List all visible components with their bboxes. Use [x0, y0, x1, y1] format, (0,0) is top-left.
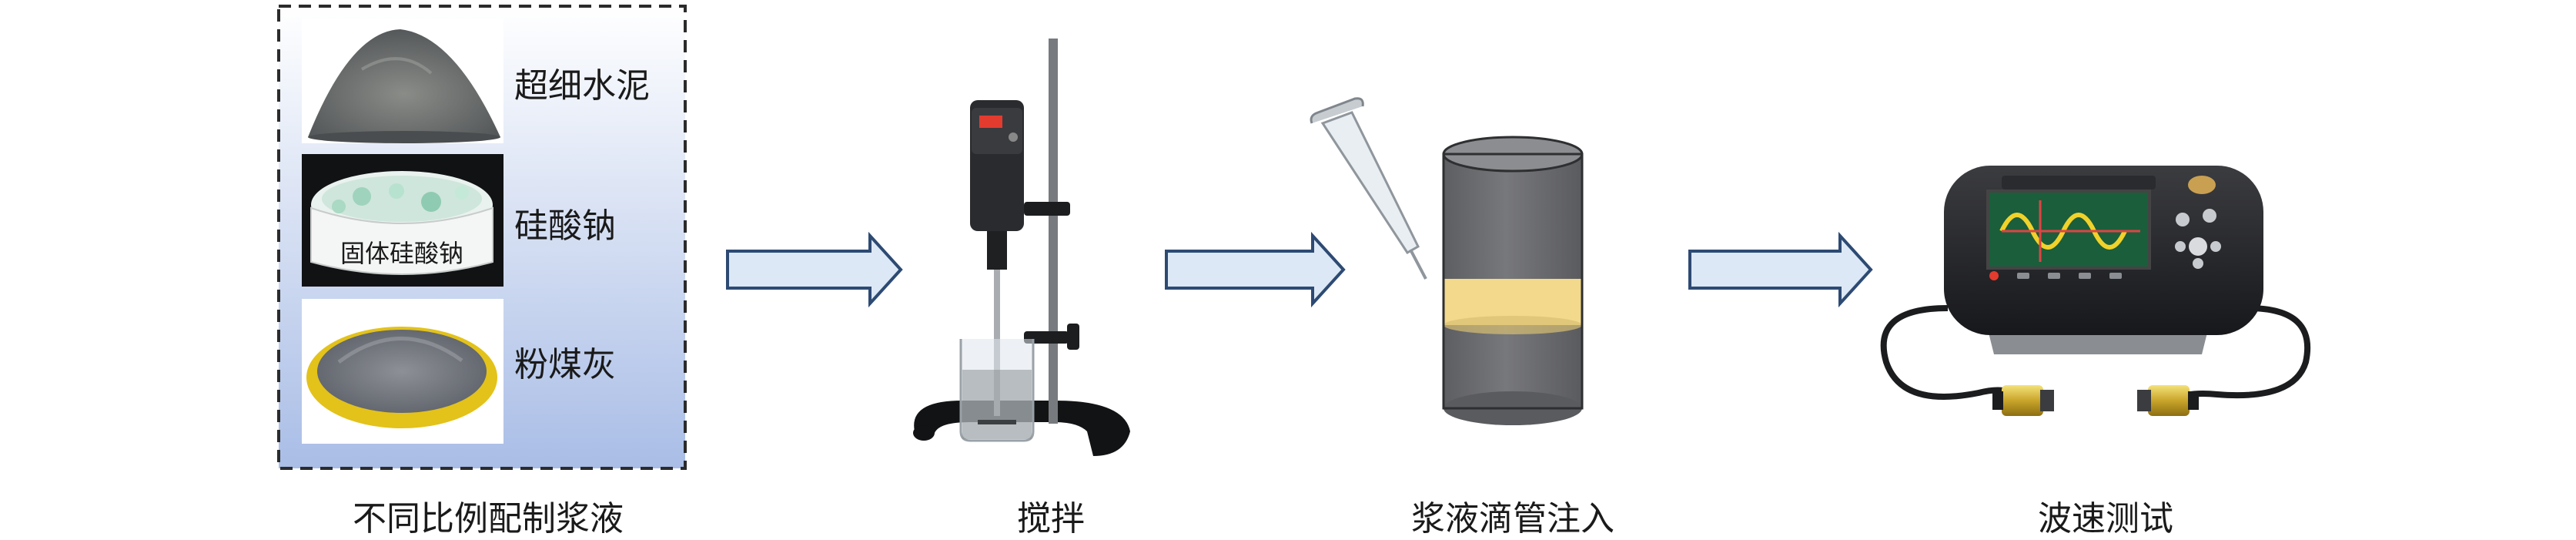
- svg-text:浆液滴管注入: 浆液滴管注入: [1411, 499, 1614, 538]
- transducer-right-icon: [2137, 385, 2199, 416]
- dropper-icon: [1310, 97, 1427, 280]
- arrow-3: [1688, 231, 1873, 308]
- arrow-1: [726, 231, 903, 308]
- material-label-sodium-silicate: 硅酸钠: [514, 206, 616, 246]
- svg-text:搅拌: 搅拌: [1017, 499, 1085, 538]
- svg-text:粉煤灰: 粉煤灰: [514, 345, 616, 384]
- fly-ash-photo: [302, 299, 503, 444]
- material-label-cement: 超细水泥: [514, 66, 650, 106]
- material-label-fly-ash: 粉煤灰: [514, 345, 616, 384]
- grout-specimen-cylinder: [1442, 136, 1584, 425]
- caption-materials: 不同比例配制浆液: [353, 499, 624, 538]
- svg-text:固体硅酸钠: 固体硅酸钠: [340, 239, 463, 268]
- svg-text:硅酸钠: 硅酸钠: [514, 206, 616, 246]
- caption-injection: 浆液滴管注入: [1411, 499, 1614, 538]
- arrow-2: [1165, 231, 1346, 308]
- materials-panel: 固体硅酸钠 超细水泥 硅酸钠 粉煤灰: [277, 5, 687, 470]
- caption-wave-test: 波速测试: [2038, 499, 2173, 538]
- svg-text:超细水泥: 超细水泥: [514, 66, 650, 106]
- stirrer-illustration: [913, 39, 1130, 456]
- transducer-left-icon: [1992, 385, 2054, 416]
- jar-label-text: 固体硅酸钠: [340, 239, 463, 268]
- sodium-silicate-photo: 固体硅酸钠: [302, 154, 503, 287]
- svg-text:波速测试: 波速测试: [2038, 499, 2173, 538]
- dropper-and-specimen-illustration: [1310, 97, 1584, 425]
- caption-stirring: 搅拌: [1017, 499, 1085, 538]
- ultrafine-cement-photo: [302, 18, 503, 143]
- tester-device-icon: [1944, 166, 2263, 335]
- wave-velocity-tester-illustration: [1880, 166, 2311, 416]
- svg-text:不同比例配制浆液: 不同比例配制浆液: [353, 499, 624, 538]
- tester-screen: [1986, 190, 2151, 270]
